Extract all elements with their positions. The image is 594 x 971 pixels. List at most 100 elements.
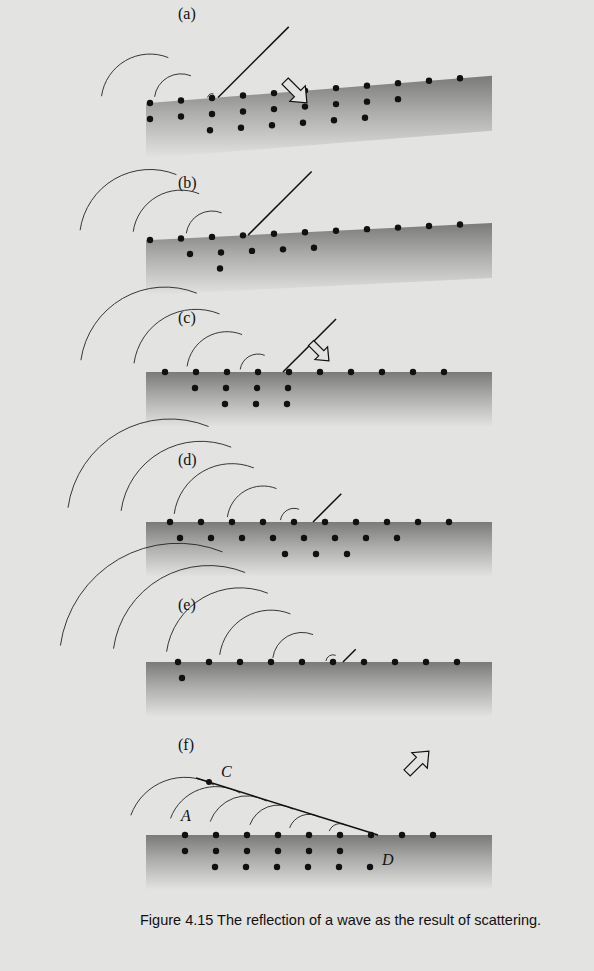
atom-dot [178, 235, 184, 241]
wavelet-arc [171, 787, 241, 819]
atom-dot [147, 100, 153, 106]
atom-dot [284, 401, 290, 407]
surface-band [146, 522, 492, 577]
atom-dot [239, 535, 245, 541]
wavelet-arc [60, 543, 222, 645]
atom-dot [254, 385, 260, 391]
atom-dot [249, 248, 255, 254]
atom-dot [457, 75, 463, 81]
wavelet-arc [80, 169, 176, 230]
atom-dot [286, 369, 292, 375]
atom-dot [192, 385, 198, 391]
atom-dot [206, 659, 212, 665]
atom-dot [415, 519, 421, 525]
atom-dot [213, 832, 219, 838]
atom-dot [311, 245, 317, 251]
surface-band [146, 835, 492, 890]
atom-dot [177, 535, 183, 541]
wavelet-arc [210, 796, 266, 822]
atom-dot [306, 832, 312, 838]
atom-dot [237, 659, 243, 665]
atom-dot [457, 221, 463, 227]
atom-dot [399, 832, 405, 838]
atom-dot [384, 519, 390, 525]
atom-dot [187, 251, 193, 257]
atom-dot [244, 832, 250, 838]
atom-dot [331, 117, 337, 123]
atom-dot [275, 832, 281, 838]
panel-label: (c) [178, 310, 196, 326]
point-label: A [181, 808, 191, 824]
atom-dot [410, 369, 416, 375]
atom-dot [337, 832, 343, 838]
atom-dot [218, 249, 224, 255]
atom-dot [193, 369, 199, 375]
atom-dot [367, 864, 373, 870]
atom-dot [423, 659, 429, 665]
atom-dot [379, 369, 385, 375]
atom-dot [332, 535, 338, 541]
atom-dot [280, 246, 286, 252]
atom-dot [395, 224, 401, 230]
atom-dot [240, 108, 246, 114]
atom-dot [271, 231, 277, 237]
wavelet-arc [208, 94, 214, 98]
atom-dot [271, 106, 277, 112]
atom-dot [322, 519, 328, 525]
atom-dot [209, 95, 215, 101]
atom-dot [198, 519, 204, 525]
surface-band [146, 372, 492, 427]
wavelet-arc [281, 508, 300, 520]
point-label: C [221, 764, 232, 780]
panel-label: (d) [178, 452, 197, 468]
atom-dot [167, 519, 173, 525]
atom-dot [260, 519, 266, 525]
atom-dot [333, 228, 339, 234]
panel-label: (a) [178, 6, 196, 22]
atom-dot [364, 82, 370, 88]
direction-arrow [404, 751, 429, 776]
wavelet-arc [186, 211, 221, 233]
wavelet-arc [174, 464, 254, 514]
atom-dot [337, 848, 343, 854]
atom-dot [213, 848, 219, 854]
panel-label: (e) [178, 597, 196, 613]
atom-dot [240, 92, 246, 98]
incident-wavefront [218, 27, 289, 98]
atom-dot [275, 848, 281, 854]
atom-dot [229, 519, 235, 525]
atom-dot [426, 223, 432, 229]
atom-dot [426, 77, 432, 83]
wavelet-arc [227, 486, 276, 517]
atom-dot [217, 265, 223, 271]
wavelet-arc [68, 419, 209, 508]
wavelet-arc [133, 190, 199, 232]
incident-wavefront [313, 494, 341, 522]
atom-dot [362, 115, 368, 121]
atom-dot [302, 103, 308, 109]
atom-dot [361, 659, 367, 665]
atom-dot [271, 90, 277, 96]
wavelet-arc [134, 309, 220, 363]
atom-dot [182, 832, 188, 838]
atom-dot [363, 535, 369, 541]
atom-dot [330, 659, 336, 665]
direction-arrow [309, 341, 329, 361]
atom-dot [147, 237, 153, 243]
wavelet-arc [220, 610, 291, 655]
atom-dot [333, 85, 339, 91]
wavelet-arc [155, 74, 191, 97]
incident-wavefront [343, 649, 356, 662]
atom-dot [344, 551, 350, 557]
atom-dot [317, 369, 323, 375]
atom-dot [291, 519, 297, 525]
atom-dot [364, 226, 370, 232]
wavelet-arc [114, 566, 246, 649]
atom-dot [179, 675, 185, 681]
atom-dot [238, 125, 244, 131]
atom-dot [147, 116, 153, 122]
atom-dot [302, 229, 308, 235]
atom-dot [182, 848, 188, 854]
atom-dot [300, 120, 306, 126]
